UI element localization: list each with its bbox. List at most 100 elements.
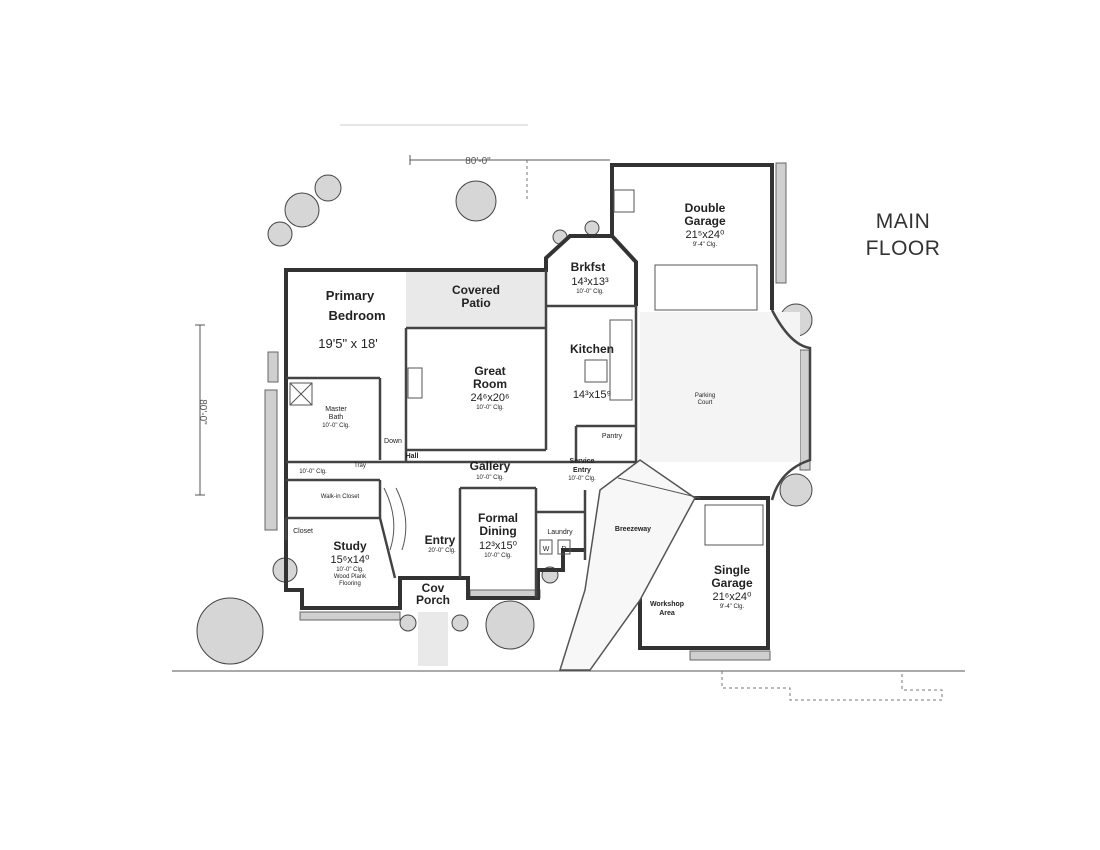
room-entry: Entry 20'-0" Clg. [425, 533, 456, 554]
tree-icon [399, 614, 417, 632]
fireplace [407, 367, 423, 399]
washer-label: W [543, 546, 550, 553]
kitchen-name: Kitchen [570, 342, 614, 356]
parking-court-name-1: Parking [695, 393, 715, 399]
formal-dining-name-1: Formal [478, 511, 518, 525]
plan-title: MAIN FLOOR [858, 208, 948, 262]
pantry-label: Pantry [602, 433, 623, 440]
brkfst-name: Brkfst [571, 260, 606, 274]
double-garage-ceiling: 9'-4" Clg. [693, 242, 718, 248]
room-covered-patio: Covered Patio [452, 283, 500, 310]
gallery-ceiling: 10'-0" Clg. [476, 475, 504, 481]
walk-in-closet-label: Walk-in Closet [321, 494, 360, 500]
breezeway-floor [558, 459, 696, 671]
dryer-label: D [561, 546, 566, 553]
parking-court-name-2: Court [698, 400, 713, 406]
fixtures [289, 319, 633, 555]
kitchen-counter [609, 319, 633, 401]
workshop-name-2: Area [659, 610, 675, 617]
room-double-garage: Double Garage 21⁵x24⁰ 9'-4" Clg. [684, 201, 726, 248]
study-flooring-2: Flooring [339, 581, 361, 587]
primary-bedroom-size: 19'5" x 18' [318, 336, 377, 351]
title-line-2: FLOOR [865, 237, 941, 260]
walk-in-closet-ceiling: 10'-0" Clg. [299, 469, 327, 475]
room-kitchen: Kitchen 14³x15⁹ [570, 342, 614, 401]
breezeway-line [617, 477, 701, 499]
room-primary-bedroom: Primary Bedroom 19'5" x 18' [318, 288, 385, 351]
great-room-name-2: Room [473, 377, 507, 391]
closet-label: Closet [293, 528, 313, 535]
house-exterior-walls [284, 268, 585, 610]
double-garage-door [654, 264, 758, 311]
single-garage-name-2: Garage [711, 576, 753, 590]
study-name: Study [333, 539, 367, 553]
tree-icon [779, 473, 813, 507]
laundry-label: Laundry [547, 529, 573, 536]
workshop-name-1: Workshop [650, 601, 684, 608]
double-garage-size: 21⁵x24⁰ [686, 229, 726, 241]
service-entry-name-1: Service [570, 458, 595, 465]
tree-icon [584, 220, 600, 236]
primary-bedroom-name-2: Bedroom [328, 308, 385, 323]
tree-icon [451, 614, 469, 632]
master-bath-name-1: Master [325, 406, 347, 413]
front-walk [418, 612, 448, 666]
entry-name: Entry [425, 533, 456, 547]
double-garage-name-1: Double [685, 201, 726, 215]
formal-dining-size: 12³x15⁰ [479, 540, 518, 552]
covered-patio-name-1: Covered [452, 283, 500, 297]
covered-patio-floor [406, 270, 546, 328]
tree-icon [267, 221, 293, 247]
hall-label: Hall [406, 453, 419, 460]
dryer [557, 539, 571, 555]
parking-court-floor [640, 312, 800, 462]
service-entry-name-2: Entry [573, 467, 591, 474]
formal-dining-ceiling: 10'-0" Clg. [484, 553, 512, 559]
kitchen-size: 14³x15⁹ [573, 389, 611, 401]
room-gallery: Gallery 10'-0" Clg. [470, 459, 511, 481]
width-dimension: 80'-0" [409, 155, 610, 200]
parking-court-edge [770, 309, 812, 501]
tree-icon [196, 597, 264, 665]
single-garage-door [704, 504, 764, 546]
room-single-garage: Single Garage 21⁶x24⁰ 9'-4" Clg. [711, 563, 753, 610]
great-room-ceiling: 10'-0" Clg. [476, 405, 504, 411]
tree-icon [284, 192, 320, 228]
service-entry-ceiling: 10'-0" Clg. [568, 476, 596, 482]
gallery-name: Gallery [470, 459, 511, 473]
tree-icon [485, 600, 535, 650]
room-parking-court: Parking Court [695, 393, 715, 406]
room-cov-porch: Cov Porch [416, 581, 450, 607]
room-study: Study 15⁶x14⁰ 10'-0" Clg. Wood Plank Flo… [331, 539, 370, 587]
primary-bedroom-name-1: Primary [326, 288, 375, 303]
depth-dimension: 80'-0" [195, 324, 208, 496]
garage-storage [613, 189, 635, 213]
great-room-name-1: Great [474, 364, 505, 378]
great-room-size: 24⁶x20⁶ [470, 392, 509, 404]
washer [539, 539, 553, 555]
entry-ceiling: 20'-0" Clg. [428, 548, 456, 554]
tree-icon [455, 180, 497, 222]
single-garage-size: 21⁶x24⁰ [713, 591, 752, 603]
single-garage-ceiling: 9'-4" Clg. [720, 604, 745, 610]
curved-stair [383, 487, 395, 551]
double-garage-name-2: Garage [684, 214, 726, 228]
room-workshop: Workshop Area [650, 601, 684, 617]
room-brkfst: Brkfst 14³x13³ 10'-0" Clg. [571, 260, 609, 295]
master-bath-ceiling: 10'-0" Clg. [322, 423, 350, 429]
shower [289, 382, 313, 406]
tree-icon [314, 174, 342, 202]
kitchen-island [584, 359, 608, 383]
landscape-trees [196, 174, 813, 665]
single-garage-name-1: Single [714, 563, 750, 577]
cov-porch-name-1: Cov [422, 581, 445, 595]
room-master-bath: Master Bath 10'-0" Clg. [322, 406, 350, 429]
study-flooring-1: Wood Plank [334, 574, 367, 580]
master-bath-name-2: Bath [329, 414, 344, 421]
formal-dining-name-2: Dining [479, 524, 516, 538]
interior-walls [284, 270, 638, 598]
study-size: 15⁶x14⁰ [331, 554, 370, 566]
brkfst-ceiling: 10'-0" Clg. [576, 289, 604, 295]
breezeway-label: Breezeway [615, 526, 651, 533]
